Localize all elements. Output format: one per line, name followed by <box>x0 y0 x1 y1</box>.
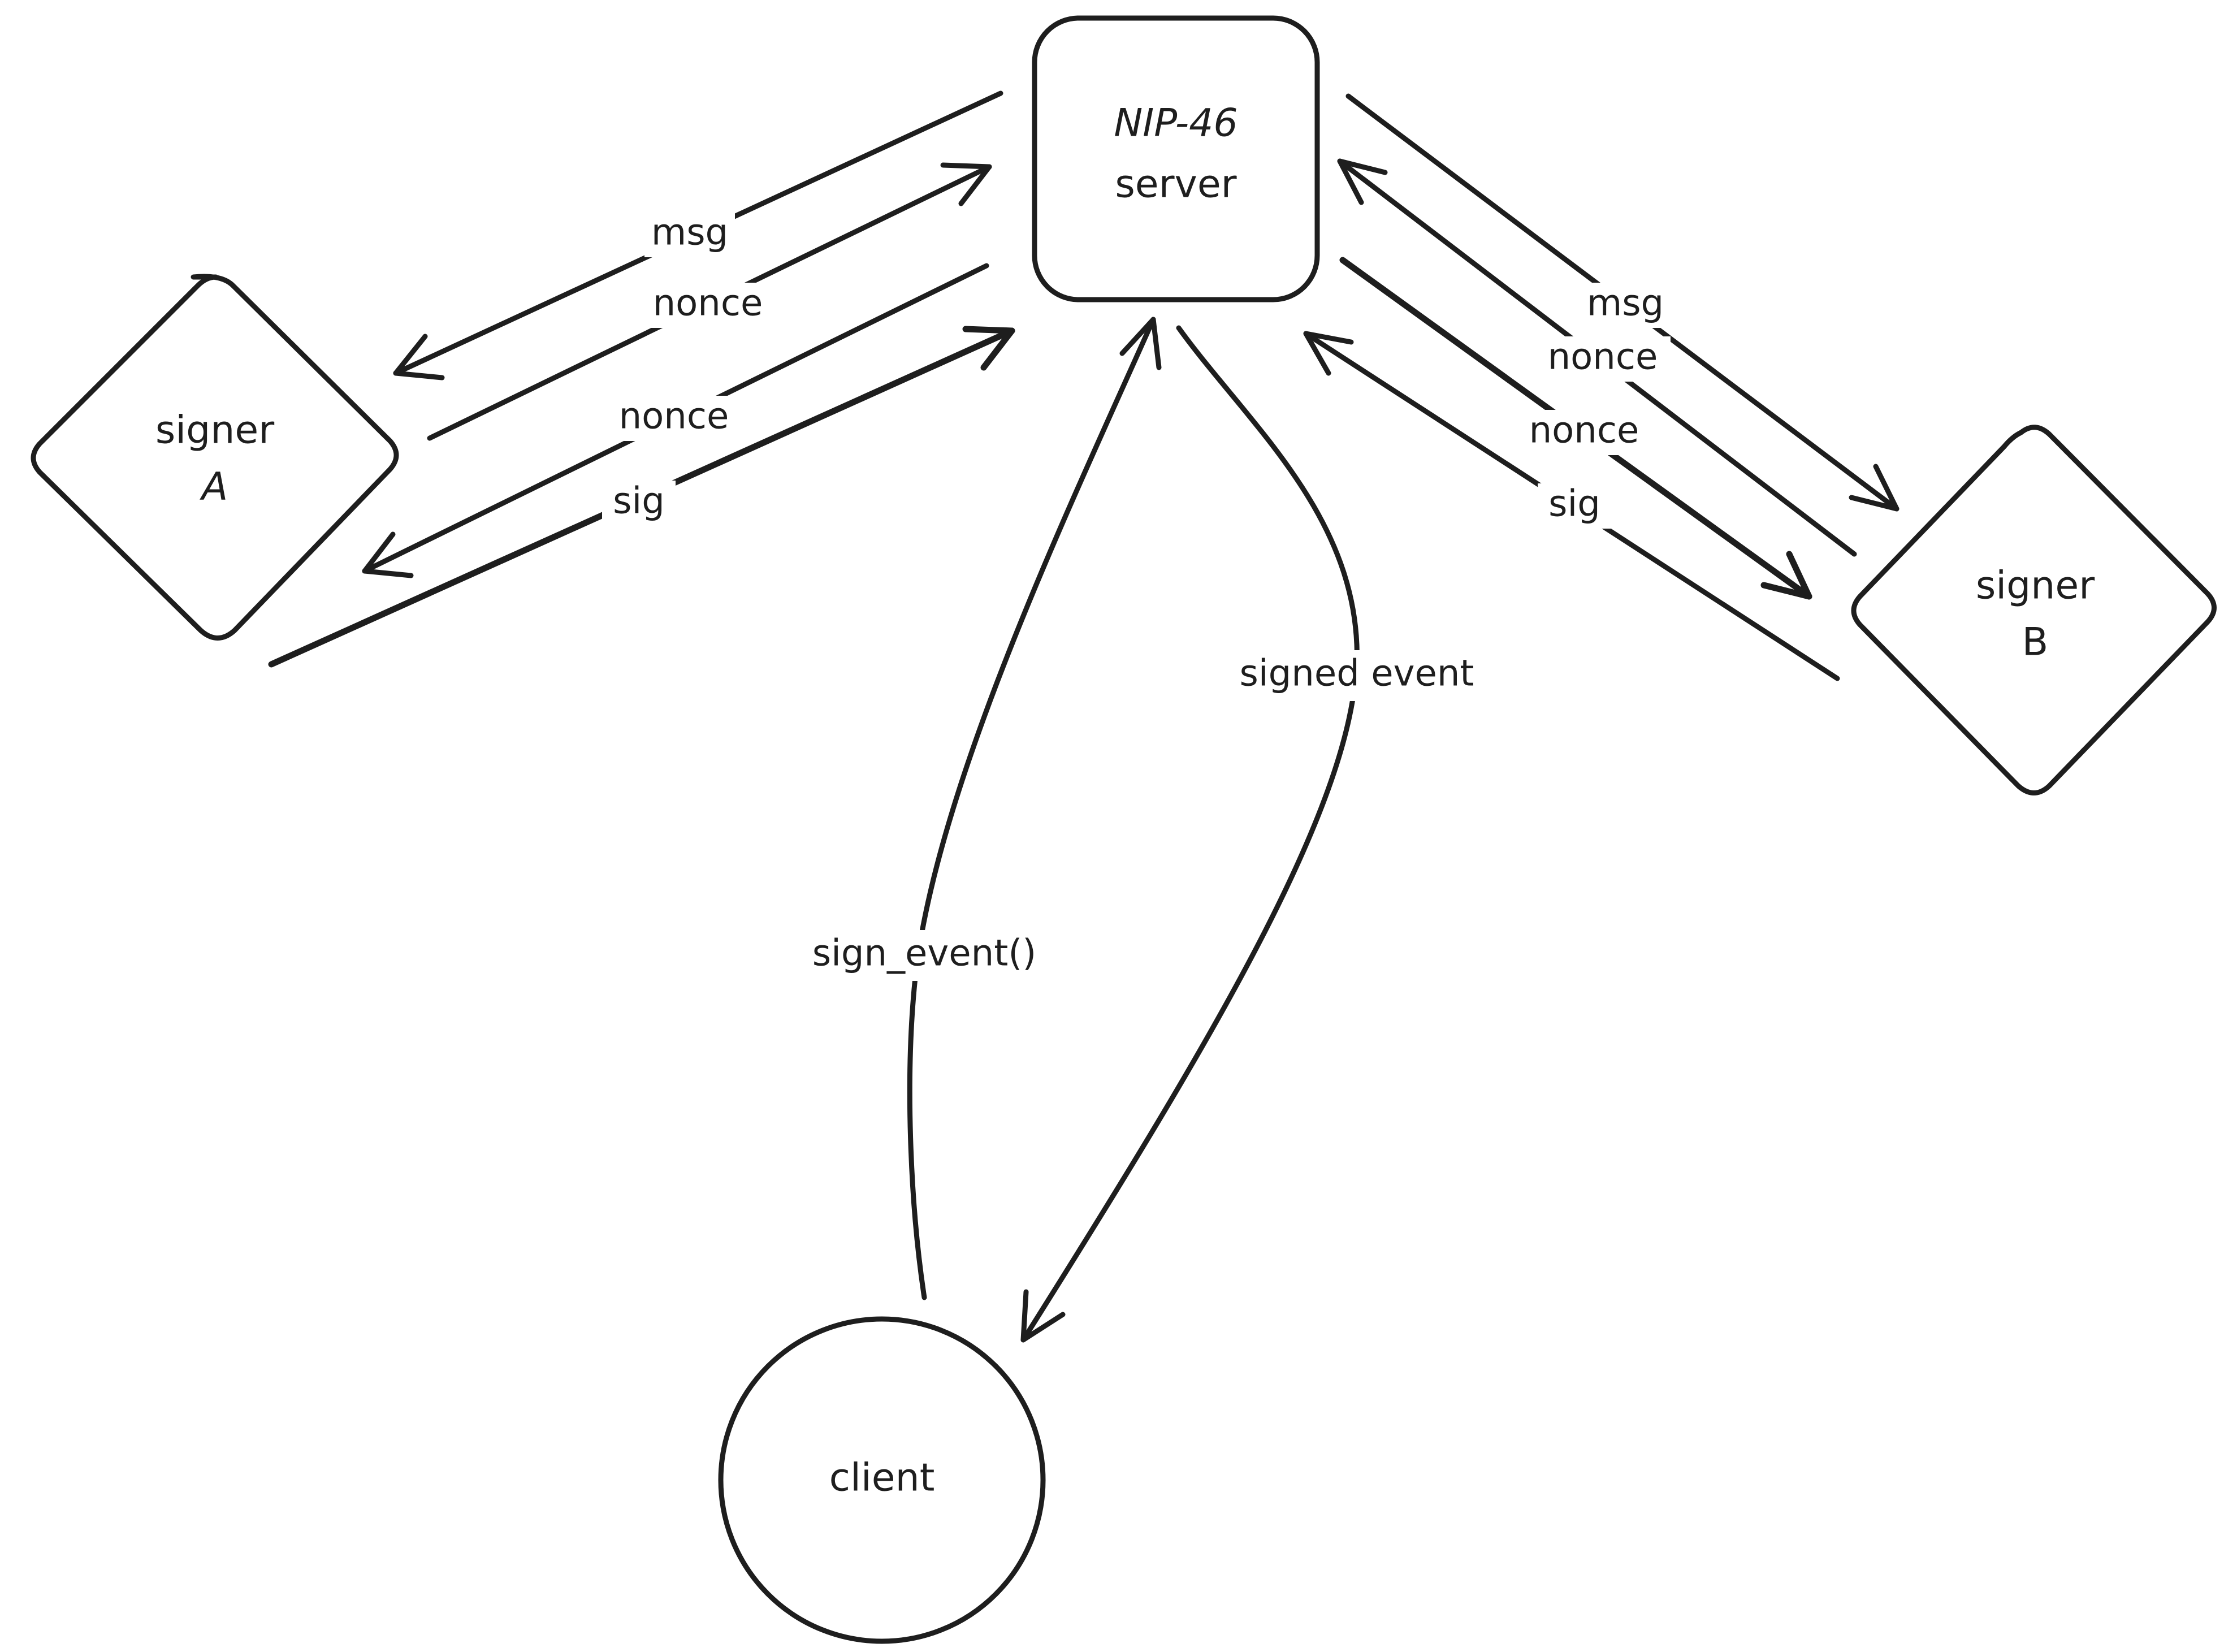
svg-text:sign_event(): sign_event() <box>812 933 1037 975</box>
edge-client-response-label: signed event <box>1204 650 1509 701</box>
svg-text:signed event: signed event <box>1240 653 1474 695</box>
svg-text:msg: msg <box>651 212 728 254</box>
svg-text:sig: sig <box>1548 483 1600 525</box>
server-node[interactable]: NIP-46 server <box>1032 15 1320 302</box>
edge-client-request <box>907 317 1162 1300</box>
svg-text:nonce: nonce <box>653 283 763 325</box>
signer-b-label-line1: signer <box>1976 564 2095 608</box>
edge-a-nonce-up-label: nonce <box>642 283 774 328</box>
signer-b-node[interactable]: signer B <box>1851 425 2217 795</box>
svg-text:sig: sig <box>613 481 665 522</box>
signer-a-node[interactable]: signer A <box>31 274 399 641</box>
edge-a-sig-label: sig <box>602 481 676 526</box>
server-label-line2: server <box>1115 162 1236 207</box>
signer-a-label-line1: signer <box>155 408 274 453</box>
signer-b-label-line2: B <box>2022 620 2049 665</box>
client-node[interactable]: client <box>718 1316 1046 1644</box>
edge-client-request-label: sign_event() <box>777 930 1071 981</box>
svg-text:nonce: nonce <box>1548 336 1658 378</box>
signer-a-label-line2: A <box>200 465 228 509</box>
edge-b-sig-label: sig <box>1538 483 1611 529</box>
svg-text:nonce: nonce <box>1529 410 1639 452</box>
svg-text:nonce: nonce <box>619 396 729 438</box>
edge-b-nonce-up-label: nonce <box>1535 336 1671 382</box>
edge-b-nonce-down-label: nonce <box>1515 410 1654 455</box>
svg-text:msg: msg <box>1587 283 1664 325</box>
edge-a-msg-label: msg <box>644 212 735 257</box>
edge-b-msg-label: msg <box>1580 283 1671 328</box>
server-label-line1: NIP-46 <box>1114 101 1238 146</box>
edge-a-nonce-down-label: nonce <box>605 396 743 441</box>
edge-client-response <box>1020 325 1360 1343</box>
client-label: client <box>829 1456 935 1500</box>
